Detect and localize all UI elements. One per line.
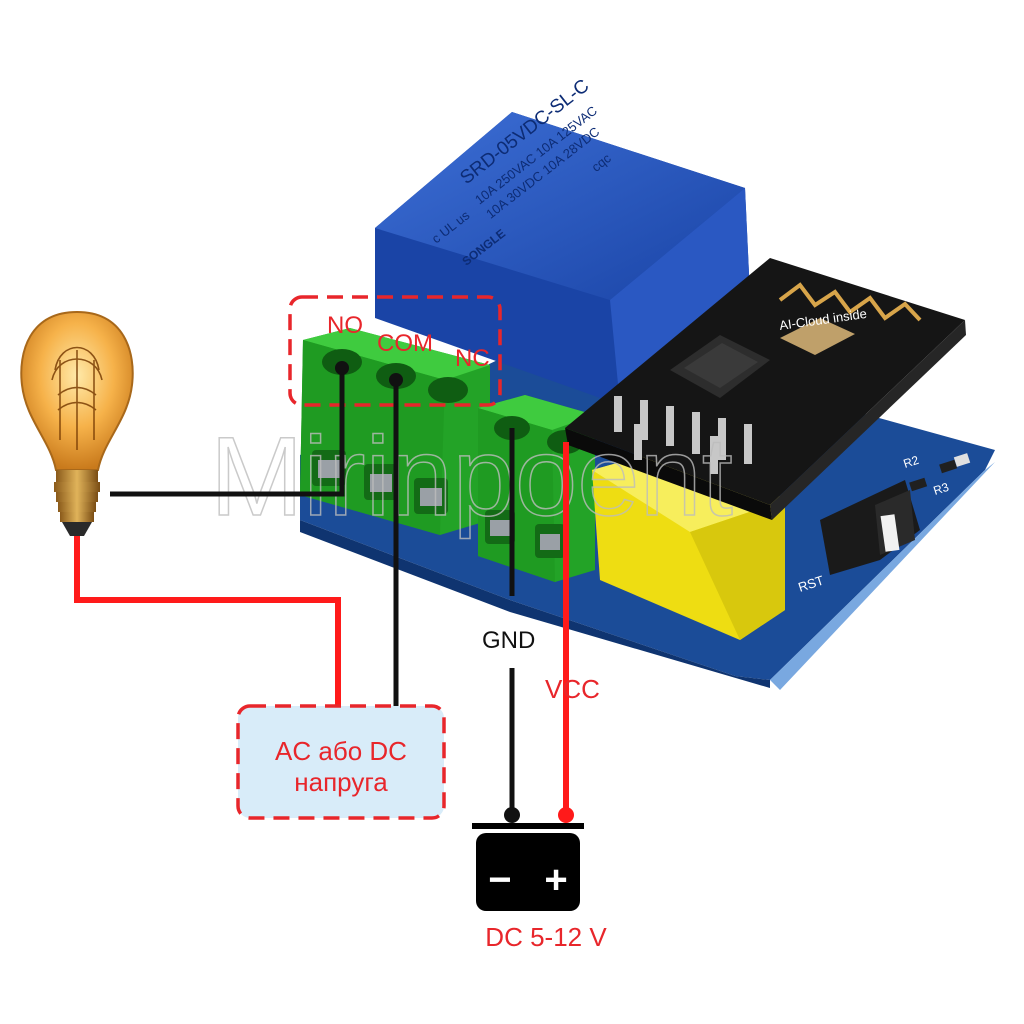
wire-no-to-bulb [110,368,345,497]
battery-label: DC 5-12 V [485,922,607,952]
wifi-module [565,258,966,520]
r2-label: R2 [902,453,921,471]
light-bulb-icon [20,310,134,536]
battery-icon [472,823,584,911]
wires [74,368,569,815]
wire-endpoints [335,361,574,823]
supply-line-2: напруга [294,767,388,797]
no-label: NO [327,312,363,339]
nc-label: NC [455,345,490,372]
supply-box [236,704,446,820]
watermark: Mirinpoent [210,414,733,539]
supply-line-1: AC або DC [275,736,407,766]
smd-components [909,453,971,492]
battery-minus: − [488,858,511,902]
r3-label: R3 [932,480,951,498]
gnd-label: GND [482,627,535,654]
wire-bulb-to-supply [74,535,341,706]
vcc-label: VCC [545,674,600,704]
battery-plus: + [544,858,567,902]
com-label: COM [377,330,433,357]
reset-button[interactable] [820,480,920,575]
relay [375,112,750,405]
